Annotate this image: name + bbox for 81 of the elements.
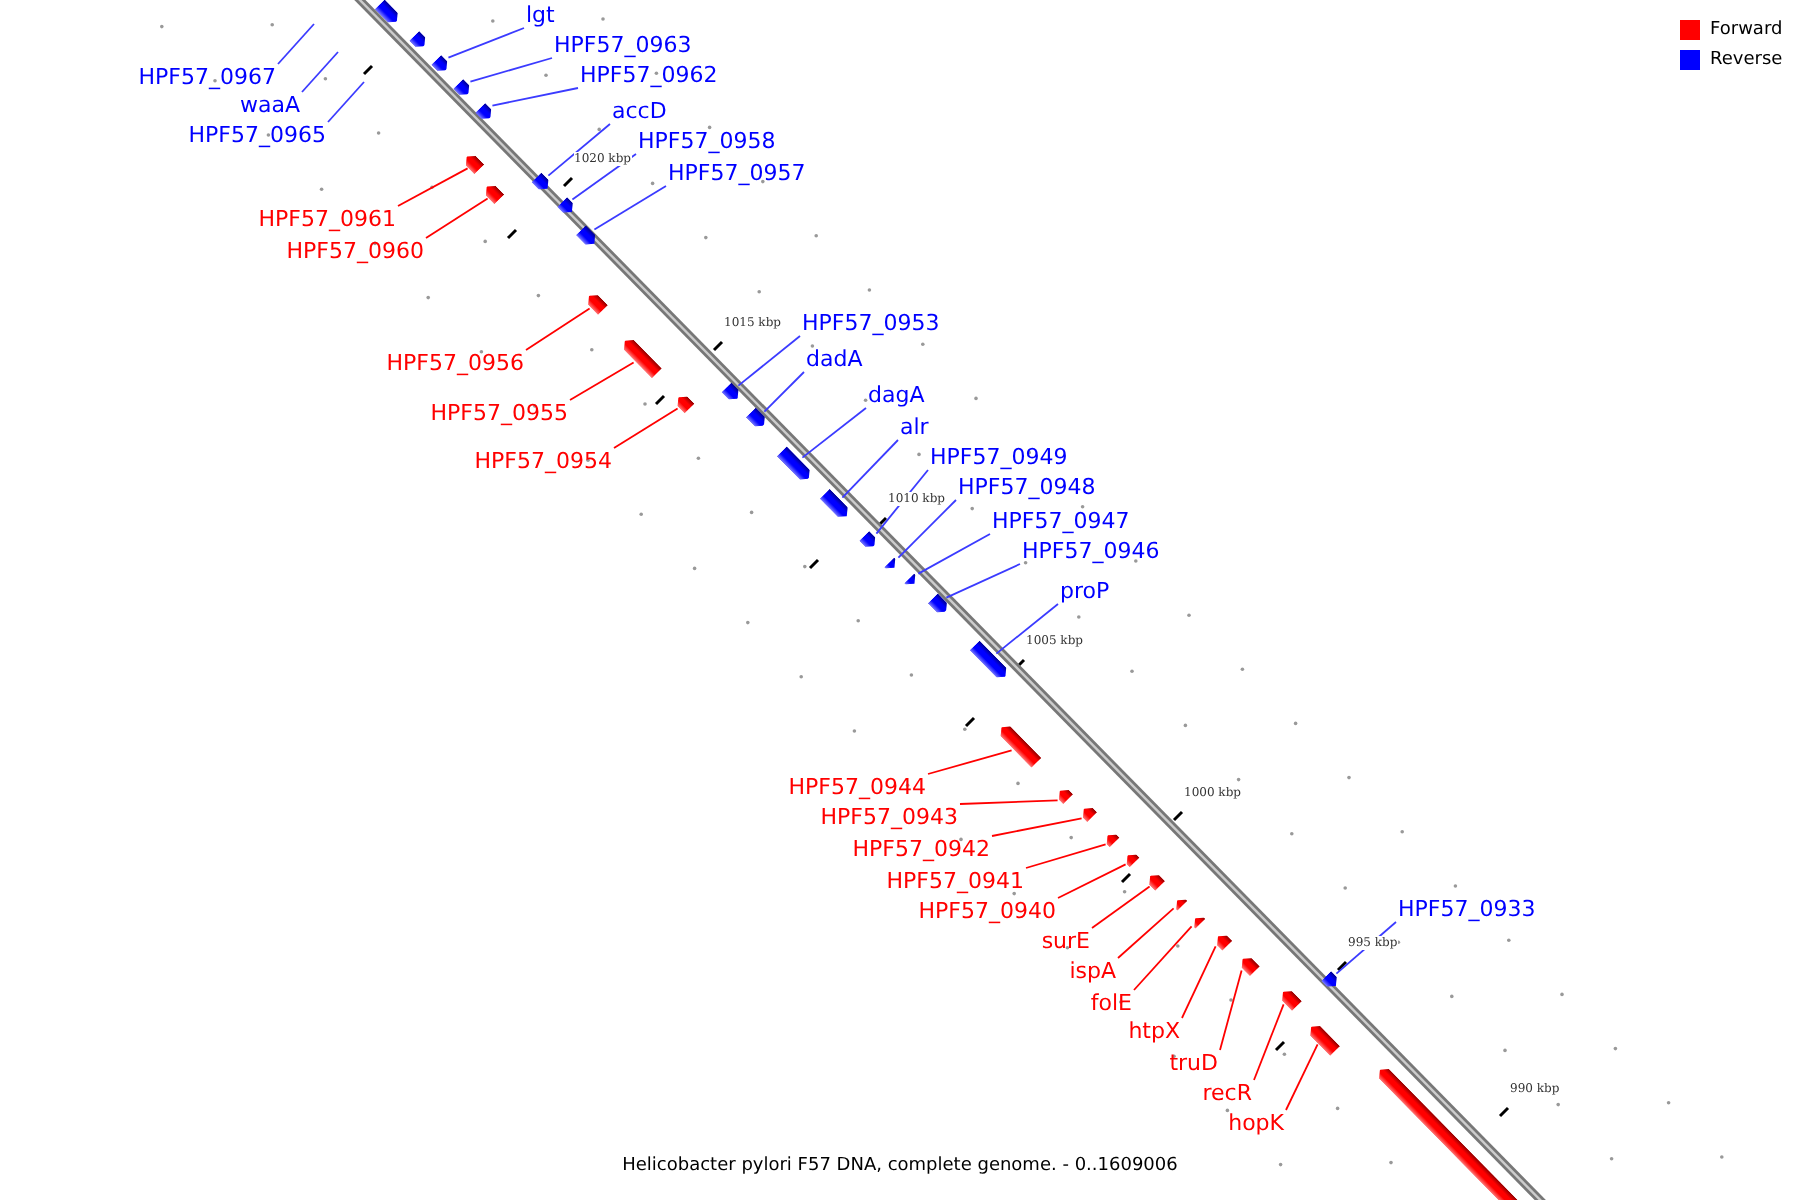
gene-label: HPF57_0949 <box>930 444 1068 470</box>
leader-line <box>959 799 1059 805</box>
gene-label: proP <box>1060 578 1110 604</box>
gene-label: lgt <box>526 2 555 28</box>
gene-label: waaA <box>239 92 300 118</box>
gene-label: hopK <box>1228 1110 1284 1136</box>
leader-line <box>1091 885 1151 929</box>
gene-label: HPF57_0960 <box>286 238 424 264</box>
leader-line <box>1181 945 1217 1019</box>
gene-label: truD <box>1169 1050 1218 1076</box>
leader-line <box>801 407 867 459</box>
leader-line <box>1057 863 1127 899</box>
gene-label: recR <box>1202 1080 1252 1106</box>
gene-label: HPF57_0943 <box>820 804 958 830</box>
gene-label: HPF57_0963 <box>554 32 692 58</box>
leader-line <box>613 407 679 449</box>
forward-gene-block <box>673 391 695 413</box>
leader-line <box>491 87 579 107</box>
forward-gene-block <box>1103 829 1121 847</box>
gene-label: folE <box>1090 990 1132 1016</box>
gene-label: HPF57_0958 <box>638 128 776 154</box>
leader-line <box>1117 907 1175 959</box>
gene-label: HPF57_0940 <box>918 898 1056 924</box>
gene-label: HPF57_0954 <box>474 448 612 474</box>
reverse-gene-block <box>859 529 881 551</box>
forward-gene-block <box>1190 912 1206 928</box>
leader-line <box>995 603 1059 655</box>
leader-line <box>327 81 365 123</box>
leader-line <box>301 51 339 93</box>
gene-label: HPF57_0948 <box>958 474 1096 500</box>
gene-label: ispA <box>1069 958 1116 984</box>
leader-line <box>547 123 611 177</box>
gene-label: HPF57_0933 <box>1398 896 1536 922</box>
legend-label: Reverse <box>1710 50 1783 70</box>
gene-label: dadA <box>806 346 863 372</box>
gene-label: HPF57_0941 <box>886 868 1024 894</box>
leader-line <box>397 167 469 207</box>
gene-label: HPF57_0944 <box>788 774 926 800</box>
gene-label: HPF57_0961 <box>258 206 396 232</box>
leader-line <box>469 57 553 83</box>
forward-gene-block <box>1172 894 1188 910</box>
leader-line <box>841 439 899 499</box>
leader-line <box>569 361 635 401</box>
leader-line <box>763 371 805 413</box>
gene-label: HPF57_0956 <box>386 350 524 376</box>
reverse-gene-block <box>904 572 920 588</box>
gene-label: HPF57_0955 <box>430 400 568 426</box>
gene-label: HPF57_0965 <box>188 122 326 148</box>
leader-line <box>1133 925 1193 991</box>
leader-line <box>917 533 991 575</box>
gene-label: htpX <box>1128 1018 1180 1044</box>
forward-gene-block <box>1123 849 1141 867</box>
gene-label: HPF57_0953 <box>802 310 940 336</box>
gene-label: HPF57_0967 <box>138 64 276 90</box>
leader-line <box>1285 1043 1319 1111</box>
leader-line <box>927 749 1013 775</box>
reverse-gene-block <box>884 556 900 572</box>
leader-line <box>991 817 1083 837</box>
gene-label: HPF57_0946 <box>1022 538 1160 564</box>
leader-line <box>737 335 801 387</box>
leader-line <box>1219 969 1243 1051</box>
leader-line <box>897 499 957 559</box>
gene-label: surE <box>1041 928 1090 954</box>
gene-label: accD <box>612 98 667 124</box>
caption: Helicobacter pylori F57 DNA, complete genome. - 0..1609006 <box>620 1156 1180 1176</box>
gene-label: HPF57_0947 <box>992 508 1130 534</box>
legend-label: Forward <box>1710 20 1783 40</box>
gene-label: HPF57_0962 <box>580 62 718 88</box>
leader-line <box>1025 843 1107 869</box>
forward-gene-block <box>1212 930 1232 950</box>
gene-label: HPF57_0957 <box>668 160 806 186</box>
leader-line <box>945 563 1021 599</box>
leader-line <box>1253 1003 1285 1081</box>
leader-line <box>425 197 489 239</box>
leader-line <box>525 307 591 351</box>
gene-label: HPF57_0942 <box>852 836 990 862</box>
gene-label: dagA <box>868 382 925 408</box>
gene-label: alr <box>900 414 929 440</box>
leader-line <box>447 27 525 59</box>
leader-line <box>277 23 315 65</box>
leader-line <box>593 185 667 231</box>
